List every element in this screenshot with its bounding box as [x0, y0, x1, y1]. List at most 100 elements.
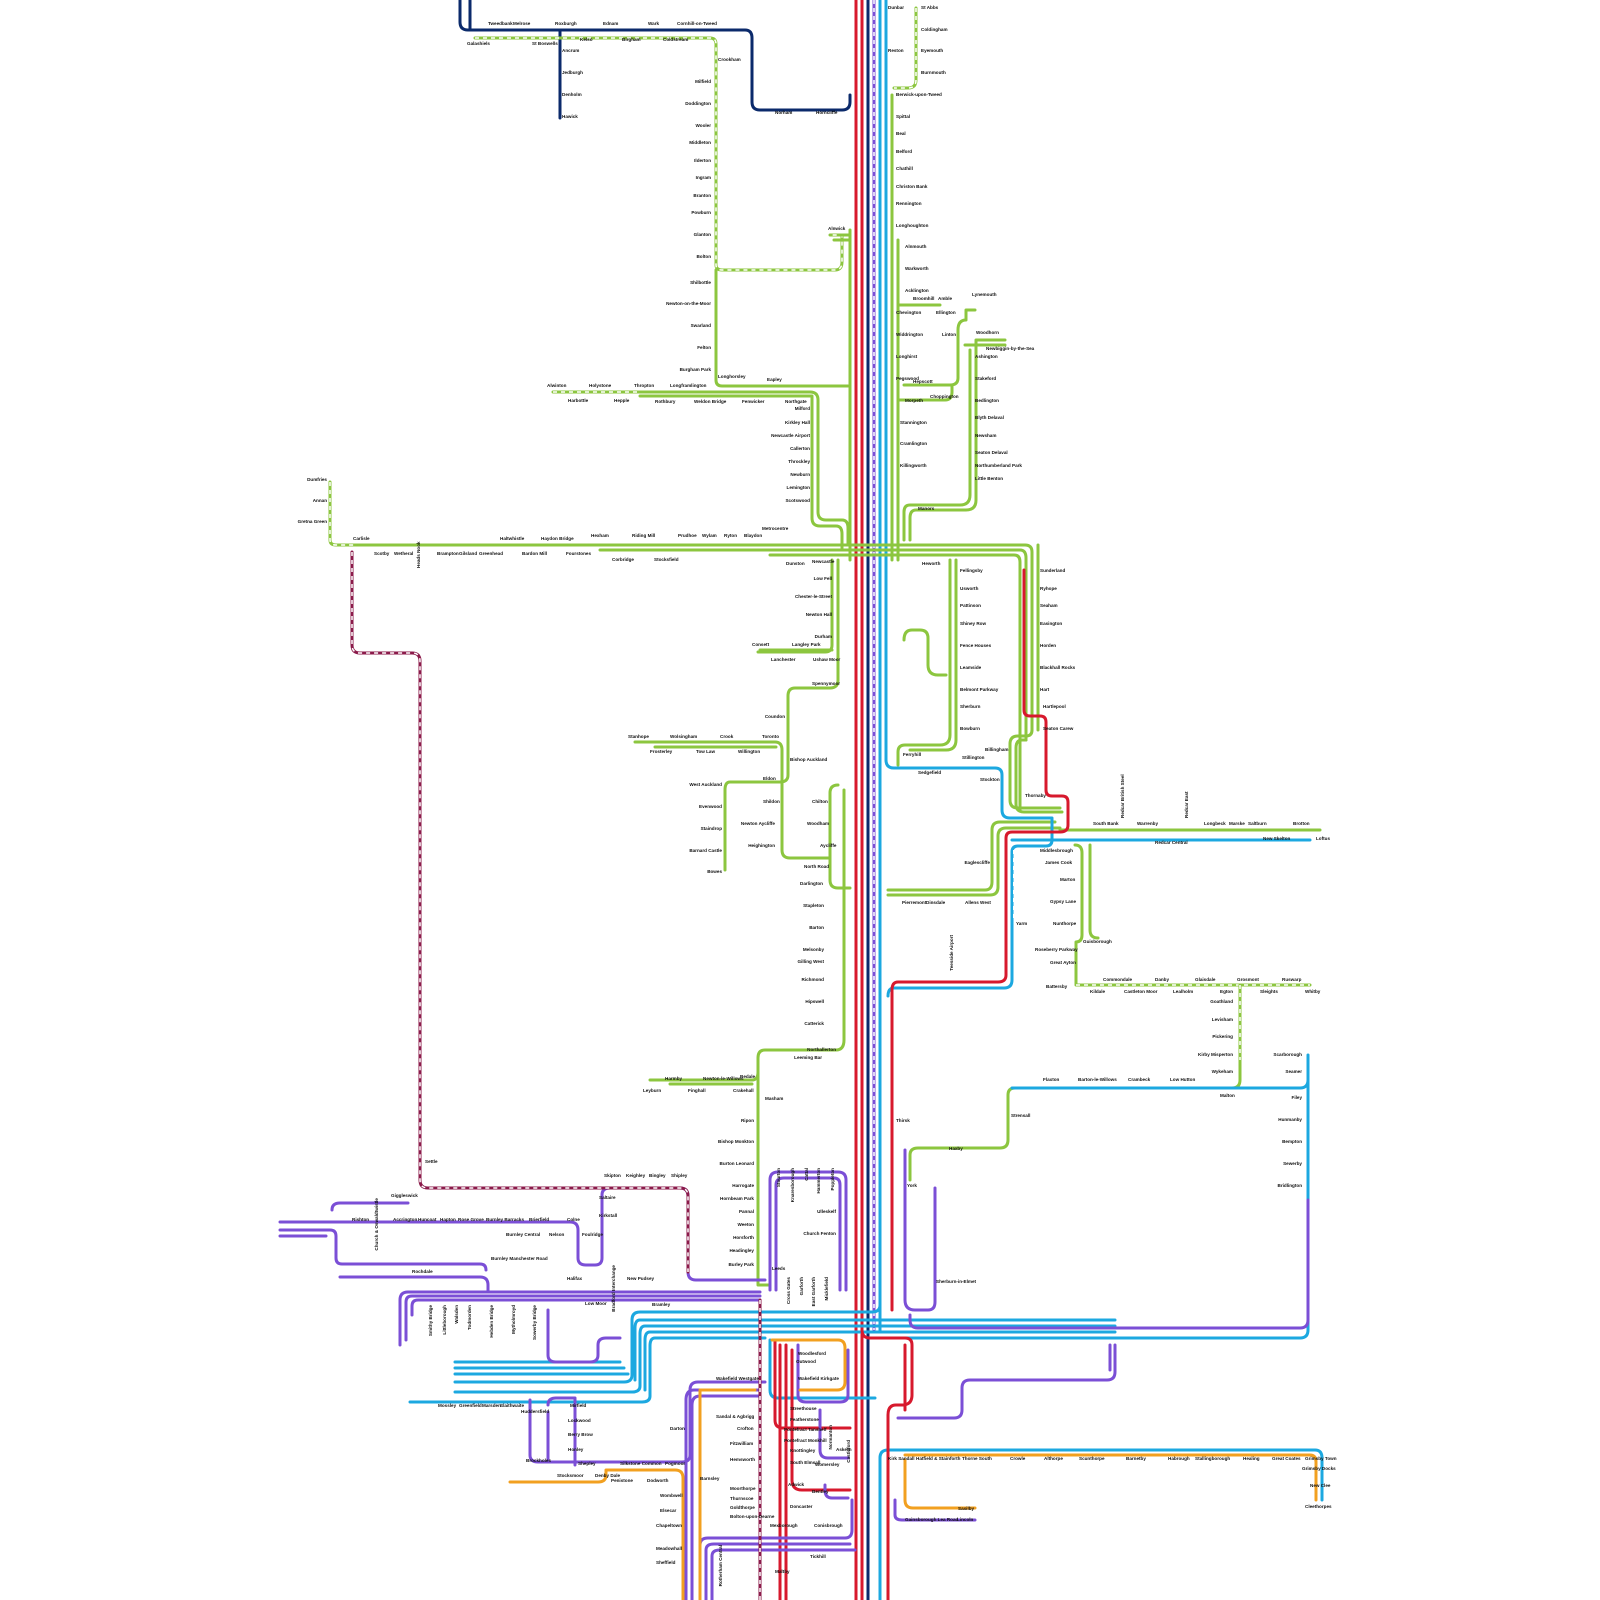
settle-maroon-dash — [351, 552, 689, 1272]
blue-tpe-5 — [408, 1336, 767, 1404]
station-label-hepscott: Hepscott — [913, 379, 933, 384]
station-label-tow-law: Tow Law — [696, 749, 715, 754]
station-label-hapton: Hapton — [440, 1217, 456, 1222]
station-label-halifax: Halifax — [567, 1276, 583, 1281]
station-label-stallingborough: Stallingborough — [1195, 1456, 1230, 1461]
station-label-fitzwilliam: Fitzwilliam — [730, 1441, 753, 1446]
station-label-south-bank: South Bank — [1093, 821, 1119, 826]
station-label-newcastle-airport: Newcastle Airport — [771, 433, 810, 438]
station-label-sheffield: Sheffield — [656, 1560, 676, 1565]
kelso-green — [473, 36, 844, 272]
durham-coast-line — [633, 543, 1322, 1287]
station-label-st-abbs: St Abbs — [921, 5, 939, 10]
station-label-manors: Manors — [918, 506, 935, 511]
station-label-gretna-green: Gretna Green — [298, 519, 328, 524]
station-label-micklefield: Micklefield — [824, 1277, 829, 1301]
station-label-giggleswick: Giggleswick — [391, 1193, 418, 1198]
station-label-low-fell: Low Fell — [814, 576, 832, 581]
station-label-bowburn: Bowburn — [960, 726, 980, 731]
station-label-newsham: Newsham — [975, 433, 996, 438]
station-label-sherburn: Sherburn — [960, 704, 981, 709]
station-label-longhoughton: Longhoughton — [896, 223, 929, 228]
purple-calder-3 — [410, 1298, 762, 1317]
station-label-riding-mill: Riding Mill — [632, 533, 655, 538]
station-label-saltburn: Saltburn — [1248, 821, 1267, 826]
station-label-belmont: Belmont Parkway — [960, 687, 999, 692]
station-label-barnetby: Barnetby — [1126, 1456, 1146, 1461]
station-label-fellingsby: Fellingsby — [960, 568, 983, 573]
station-label-gilsland: Gilsland — [459, 551, 477, 556]
station-label-seaham: Seaham — [1040, 603, 1058, 608]
station-label-church-fenton: Church Fenton — [803, 1231, 836, 1236]
station-label-melrose: Melrose — [513, 21, 531, 26]
rothbury-green — [551, 390, 850, 547]
station-label-ryton: Ryton — [724, 533, 737, 538]
station-label-catterick: Catterick — [804, 1021, 824, 1026]
consett-branch — [756, 558, 834, 654]
station-label-norham: Norham — [775, 110, 792, 115]
station-label-shilbottle: Shilbottle — [690, 280, 711, 285]
borders-line — [458, 0, 852, 388]
station-label-callerton: Callerton — [790, 446, 810, 451]
station-label-blyth: Blyth Delaval — [975, 415, 1004, 420]
station-label-rose-grove: Rose Grove — [458, 1217, 484, 1222]
station-label-lockwood: Lockwood — [568, 1418, 591, 1423]
station-label-longframlington: Longframlington — [670, 383, 707, 388]
station-label-thropton: Thropton — [634, 383, 654, 388]
station-label-penistone: Penistone — [611, 1478, 633, 1483]
station-label-longbeck: Longbeck — [1204, 821, 1226, 826]
station-label-shipley: Shipley — [671, 1173, 688, 1178]
station-label-leeming-bar: Leeming Bar — [794, 1055, 822, 1060]
purple-york-harrogate — [768, 1170, 848, 1292]
station-label-billingham: Billingham — [985, 747, 1008, 752]
station-label-acklington: Acklington — [905, 288, 929, 293]
station-label-richmond: Richmond — [802, 977, 825, 982]
station-label-west-auckland: West Auckland — [689, 782, 722, 787]
station-label-wykeham: Wykeham — [1212, 1069, 1233, 1074]
blue-cleethorpes — [878, 1448, 1324, 1600]
eyemouth-branch-dash — [894, 8, 917, 89]
station-label-pickering: Pickering — [1212, 1034, 1233, 1039]
station-label-huddersfield: Huddersfield — [521, 1409, 549, 1414]
station-label-newcastle: Newcastle — [812, 559, 835, 564]
station-label-harrogate: Harrogate — [732, 1183, 754, 1188]
station-label-levisham: Levisham — [1212, 1017, 1233, 1022]
station-label-wombwell: Wombwell — [660, 1493, 683, 1498]
station-label-marske: Marske — [1229, 821, 1245, 826]
station-label-flaxton: Flaxton — [1043, 1077, 1060, 1082]
purple-lines — [278, 1148, 1310, 1600]
station-label-marsden: Marsden — [482, 1403, 501, 1408]
station-label-smithy-bridge: Smithy Bridge — [428, 1305, 433, 1337]
station-label-filey: Filey — [1292, 1095, 1303, 1100]
purple-sheffield-bundle — [698, 1498, 857, 1600]
station-label-goathland: Goathland — [1210, 999, 1233, 1004]
red-doncaster — [773, 1338, 852, 1600]
station-label-conisbrough: Conisbrough — [814, 1523, 843, 1528]
station-label-alwinton: Alwinton — [547, 383, 567, 388]
purple-lincoln — [893, 1498, 977, 1522]
station-label-carlisle: Carlisle — [353, 536, 370, 541]
station-label-hammerton: Hammerton — [816, 1168, 821, 1194]
station-label-thurnscoe: Thurnscoe — [730, 1496, 754, 1501]
station-label-weeton: Weeton — [737, 1222, 754, 1227]
station-label-metrocentre: Metrocentre — [762, 526, 789, 531]
station-label-gypsy-lane: Gypsy Lane — [1050, 899, 1076, 904]
purple-huddersfield-2 — [546, 1396, 577, 1467]
station-label-outwood: Outwood — [796, 1359, 816, 1364]
station-label-felton: Felton — [697, 345, 711, 350]
station-label-silkstone: Silkstone Common — [620, 1461, 662, 1466]
station-label-crook: Crook — [720, 734, 734, 739]
station-label-dinsdale: Dinsdale — [926, 900, 946, 905]
station-label-healing: Healing — [1243, 1456, 1260, 1461]
station-label-blaydon: Blaydon — [744, 533, 762, 538]
station-label-stannington: Stannington — [900, 420, 927, 425]
orange-leeds — [770, 1338, 847, 1392]
station-label-haxby: Haxby — [949, 1146, 963, 1151]
station-label-wetheral: Wetheral — [394, 551, 413, 556]
station-label-pattinson: Pattinson — [960, 603, 981, 608]
station-label-easington: Easington — [1040, 621, 1062, 626]
ashington-branch-2 — [908, 338, 1007, 542]
shildon-branch — [828, 783, 852, 890]
station-label-finghall: Finghall — [688, 1088, 706, 1093]
station-label-horncliffe: Horncliffe — [816, 110, 838, 115]
